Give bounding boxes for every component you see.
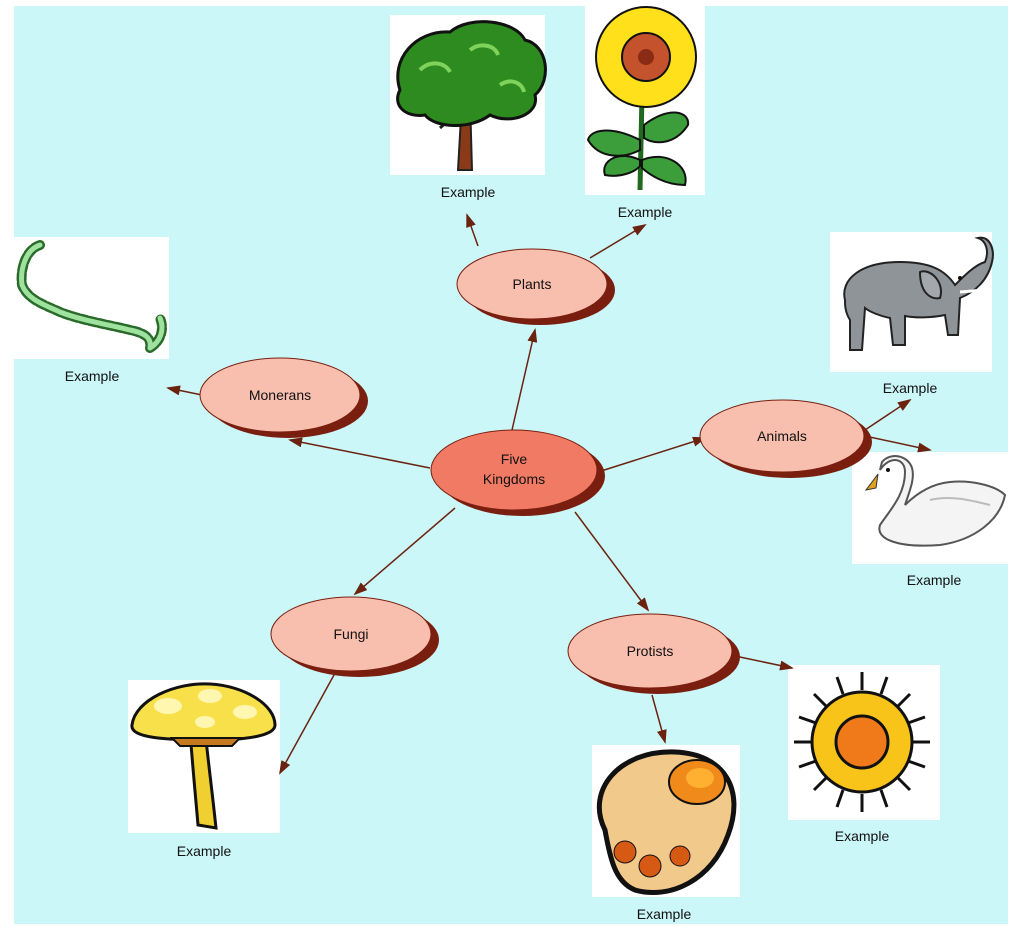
connector-plants [511, 328, 538, 431]
elephant-icon [843, 236, 994, 351]
center-label-line1: Five [501, 451, 528, 467]
node-five-kingdoms: Five Kingdoms [430, 429, 605, 516]
node-protists: Protists [567, 613, 740, 694]
example-label-mushroom: Example [176, 843, 232, 859]
connector-animals-swan [864, 435, 932, 453]
node-label-protists: Protists [627, 643, 674, 659]
node-monerans: Monerans [199, 357, 368, 438]
node-plants: Plants [456, 248, 615, 325]
node-label-fungi: Fungi [333, 626, 368, 642]
node-fungi: Fungi [270, 596, 439, 677]
connector-animals [597, 436, 707, 473]
example-label-tree: Example [440, 184, 496, 200]
node-label-plants: Plants [513, 276, 552, 292]
connector-monerans-bacteria [166, 385, 203, 396]
connector-fungi [353, 507, 456, 596]
example-label-sun-protist: Example [834, 828, 890, 844]
connector-protists-sun [734, 655, 794, 671]
connector-plants-sunflower [589, 223, 647, 259]
example-label-sunflower: Example [617, 204, 673, 220]
connector-animals-elephant [864, 398, 912, 431]
node-label-monerans: Monerans [249, 387, 311, 403]
mushroom-icon [130, 682, 277, 830]
example-label-swan: Example [906, 572, 962, 588]
bacteria-icon [16, 240, 167, 353]
node-animals: Animals [699, 399, 872, 478]
connector-protists [574, 511, 650, 612]
swan-icon [864, 455, 1007, 547]
example-label-elephant: Example [882, 380, 938, 396]
node-label-animals: Animals [757, 428, 807, 444]
center-label-line2: Kingdoms [483, 471, 545, 487]
sunflower-icon [586, 6, 697, 191]
connector-monerans [288, 437, 431, 469]
sun-protist-icon [794, 672, 930, 812]
example-label-bacteria: Example [64, 368, 120, 384]
connector-plants-tree [466, 213, 479, 247]
example-label-protist-cell: Example [636, 906, 692, 922]
tree-icon [396, 20, 547, 171]
protist-cell-icon [597, 749, 737, 896]
connector-protists-cell [651, 694, 667, 744]
